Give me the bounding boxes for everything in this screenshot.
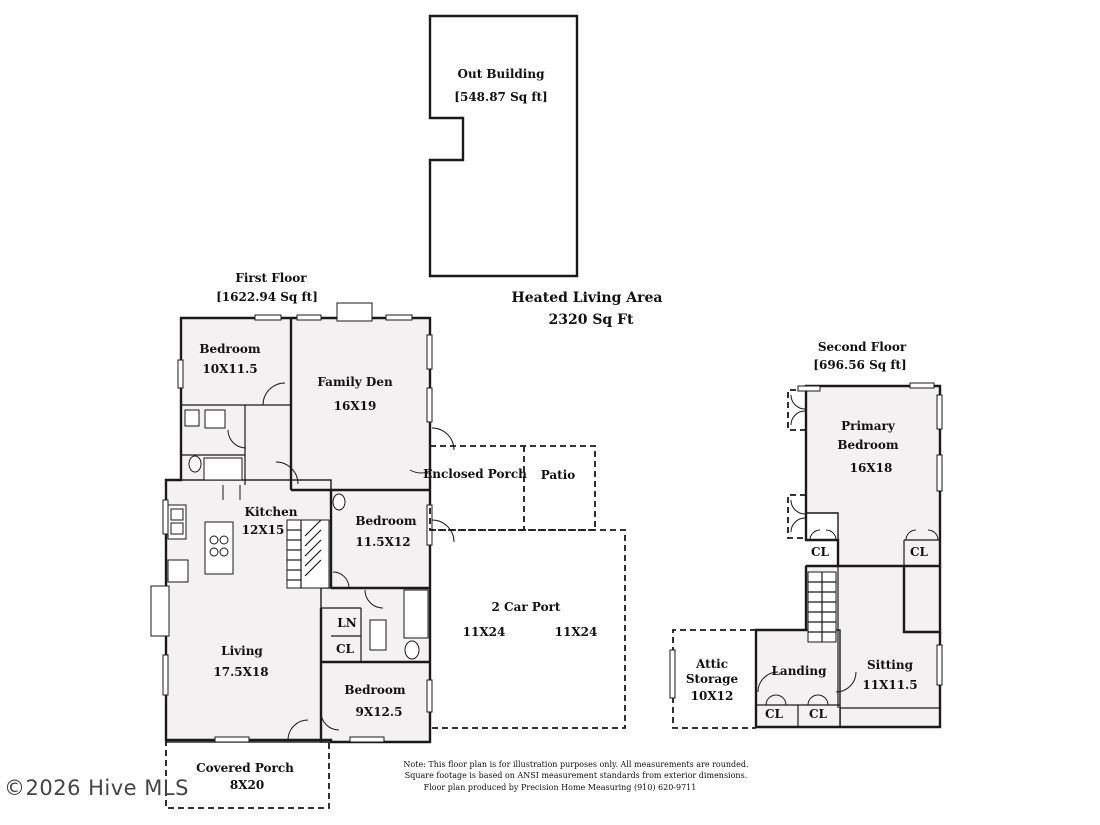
family-den-room (290, 317, 431, 491)
out-building-area: [548.87 Sq ft] (454, 90, 547, 104)
kitchen-label: Kitchen (245, 505, 298, 519)
closet-left-label: CL (811, 545, 830, 559)
enclosed-porch-outline (429, 445, 596, 531)
bedroom-2-size: 11.5X12 (355, 535, 410, 549)
covered-porch-outline (165, 740, 330, 809)
out-building-label: Out Building (458, 67, 546, 81)
second-floor-area: [696.56 Sq ft] (813, 358, 906, 372)
landing-label: Landing (771, 664, 827, 678)
primary-bedroom-label-2: Bedroom (837, 438, 898, 452)
note-line-1: Note: This floor plan is for illustratio… (403, 760, 748, 769)
sitting-label: Sitting (867, 658, 914, 672)
covered-porch-size: 8X20 (230, 778, 264, 792)
out-building: Out Building [548.87 Sq ft] (428, 14, 579, 278)
bedroom-1-size: 10X11.5 (202, 362, 257, 376)
closet-bottom-right-label: CL (809, 707, 828, 721)
living-size: 17.5X18 (213, 665, 268, 679)
living-label: Living (221, 644, 263, 658)
attic-storage-size: 10X12 (691, 689, 734, 703)
closet-label: CL (336, 642, 355, 656)
family-den-size: 16X19 (334, 399, 377, 413)
second-floor-plan: Primary Bedroom 16X18 CL CL Attic Storag… (669, 382, 943, 729)
second-floor-title: Second Floor (818, 340, 907, 354)
enclosed-porch-label: Enclosed Porch (423, 467, 527, 481)
covered-porch-label: Covered Porch (196, 761, 294, 775)
kitchen-size: 12X15 (242, 523, 285, 537)
carport-size-left: 11X24 (463, 625, 506, 639)
mls-watermark: ©2026 Hive MLS (4, 776, 189, 800)
family-den-label: Family Den (317, 375, 393, 389)
primary-bedroom-label-1: Primary (841, 419, 896, 433)
carport-outline (430, 529, 626, 729)
bedroom-1-label: Bedroom (199, 342, 260, 356)
attic-storage-label-1: Attic (695, 657, 728, 671)
patio-label: Patio (541, 468, 576, 482)
kitchen-living-room (165, 479, 332, 743)
note-line-2: Square footage is based on ANSI measurem… (405, 771, 747, 780)
heated-area-title: Heated Living Area (512, 290, 663, 306)
bedroom-3-size: 9X12.5 (356, 705, 403, 719)
heated-area-value: 2320 Sq Ft (548, 312, 634, 328)
carport-label: 2 Car Port (492, 600, 561, 614)
primary-bedroom-size: 16X18 (850, 461, 893, 475)
closet-bottom-left-label: CL (765, 707, 784, 721)
attic-storage-label-2: Storage (686, 672, 739, 686)
closet-right-label: CL (910, 545, 929, 559)
note-line-3: Floor plan produced by Precision Home Me… (424, 783, 697, 792)
bedroom-2-label: Bedroom (355, 514, 416, 528)
first-floor-title: First Floor (235, 271, 307, 285)
bedroom-3-label: Bedroom (344, 683, 405, 697)
linen-label: LN (337, 616, 356, 630)
first-floor-plan: Bedroom 10X11.5 Family Den 16X19 Kitchen… (150, 302, 626, 809)
first-floor-stairs (286, 519, 330, 589)
carport-size-right: 11X24 (555, 625, 598, 639)
kitchen-island (204, 521, 234, 575)
second-floor-stairs (807, 571, 837, 643)
first-floor-area: [1622.94 Sq ft] (216, 290, 318, 304)
sitting-size: 11X11.5 (862, 678, 917, 692)
